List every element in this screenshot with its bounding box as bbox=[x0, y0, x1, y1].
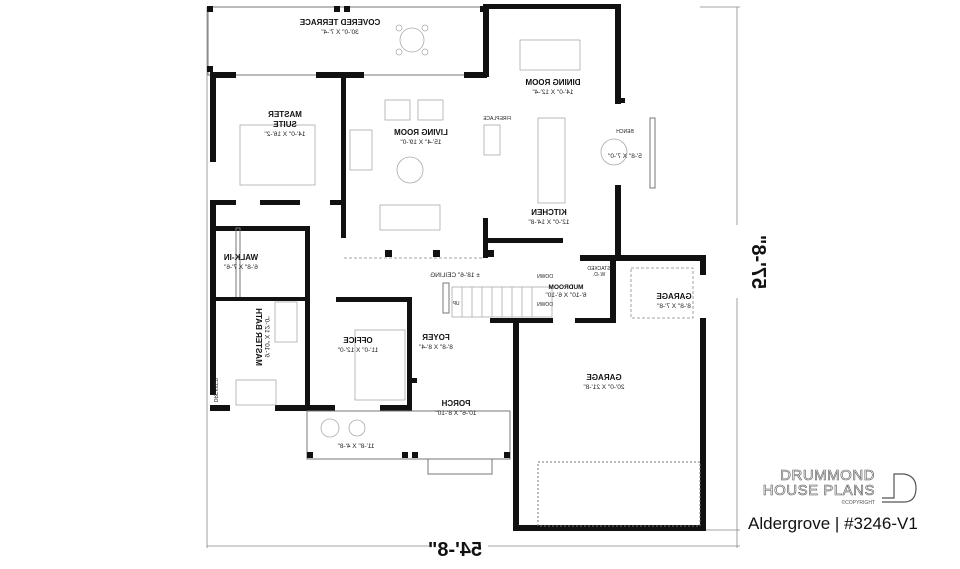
size-side-porch: 11'-8" X 4'-8" bbox=[337, 443, 375, 450]
label-covered-terrace: COVERED TERRACE bbox=[299, 18, 380, 27]
size-walk-in: 6'-8" X 7'-6" bbox=[223, 264, 258, 271]
size-dining-room: 14'-0" X 12'-4" bbox=[532, 89, 574, 96]
label-ceiling-height: ± 18'-6" CEILING bbox=[430, 272, 480, 279]
label-fireplace: FIREPLACE bbox=[482, 116, 510, 122]
plan-caption: Aldergrove | #3246-V1 bbox=[748, 514, 918, 533]
size-foyer: 8'-8" X 8'-4" bbox=[418, 344, 453, 351]
label-garage-small: GARAGE bbox=[656, 292, 692, 301]
label-stairs-down-2: DOWN bbox=[537, 302, 553, 308]
room-labels: COVERED TERRACE 30'-0" X 7'-4" MASTERSUIT… bbox=[212, 18, 692, 450]
furniture bbox=[235, 39, 628, 438]
size-garage: 20'-0" X 21'-8" bbox=[583, 384, 625, 391]
label-stairs-down-1: DOWN bbox=[537, 274, 553, 280]
label-master-suite-2: SUITE bbox=[273, 120, 297, 129]
label-walk-in: WALK-IN bbox=[224, 253, 258, 262]
stairs bbox=[451, 286, 553, 318]
size-living-room: 15'-4" X 19'-0" bbox=[400, 139, 442, 146]
label-dining-room: DINING ROOM bbox=[525, 78, 580, 87]
size-bench: 5'-8" X 7'-0" bbox=[607, 153, 642, 160]
size-kitchen: 12'-0" X 14'-8" bbox=[528, 219, 570, 226]
porch-outline bbox=[306, 267, 701, 527]
size-master-bath: 9'-10" X 12'-0" bbox=[263, 316, 270, 358]
label-washer-dryer: W.-D. bbox=[593, 272, 606, 278]
size-office: 11'-0" X 12'-0" bbox=[337, 347, 378, 354]
label-foyer: FOYER bbox=[422, 333, 450, 342]
label-kitchen: KITCHEN bbox=[531, 208, 567, 217]
size-master-suite: 14'-0" X 16'-2" bbox=[264, 131, 306, 138]
dimension-lines bbox=[206, 6, 740, 548]
label-mudroom: MUDROOM bbox=[548, 284, 583, 291]
label-office: OFFICE bbox=[343, 336, 373, 345]
covered-terrace bbox=[207, 6, 487, 76]
label-living-room: LIVING ROOM bbox=[394, 128, 448, 137]
size-porch: 10'-6" X 8'-10" bbox=[435, 410, 477, 417]
walls bbox=[210, 4, 706, 531]
size-garage-small: 8'-8" X 7'-8" bbox=[656, 303, 691, 310]
brand-logo-text: DRUMMOND HOUSE PLANS bbox=[755, 467, 875, 499]
dimension-depth: 57'-8" bbox=[747, 235, 769, 289]
label-bench: BENCH bbox=[616, 129, 634, 135]
brand-line-2: HOUSE PLANS bbox=[762, 482, 875, 499]
dimension-width: 54'-8" bbox=[428, 539, 482, 561]
label-master-bath: MASTER BATH bbox=[254, 308, 263, 366]
label-stacked: STACKED bbox=[587, 266, 611, 272]
copyright-notice: ©COPYRIGHT bbox=[841, 500, 875, 506]
label-porch: PORCH bbox=[441, 399, 470, 408]
brand-logo-icon bbox=[882, 473, 917, 503]
size-mudroom: 6'-10" X 6'-10" bbox=[545, 292, 587, 299]
size-covered-terrace: 30'-0" X 7'-4" bbox=[321, 29, 359, 36]
label-master-suite-1: MASTER bbox=[268, 110, 302, 119]
brand-line-1: DRUMMOND bbox=[780, 467, 875, 484]
label-dresser: DRESSER bbox=[212, 378, 218, 403]
label-stairs-up: UP bbox=[452, 301, 460, 307]
label-garage: GARAGE bbox=[586, 373, 622, 382]
